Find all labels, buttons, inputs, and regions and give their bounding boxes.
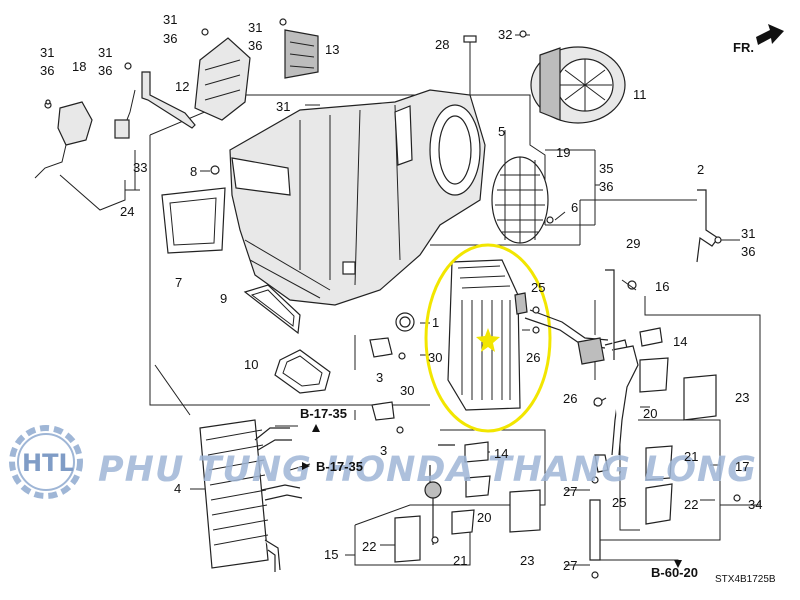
leader-lines <box>59 34 761 566</box>
part-insulators <box>394 357 717 563</box>
ref-arrow-icon <box>312 424 320 432</box>
callout-35: 35 <box>599 161 613 176</box>
callout-2: 2 <box>697 162 704 177</box>
part-module-13 <box>279 18 319 79</box>
callout-14: 14 <box>494 446 508 461</box>
callout-22: 22 <box>684 497 698 512</box>
callout-20: 20 <box>643 406 657 421</box>
ref-arrow-icon <box>302 462 310 470</box>
callout-19: 19 <box>556 145 570 160</box>
callout-18: 18 <box>72 59 86 74</box>
callout-23: 23 <box>520 553 534 568</box>
watermark: HTL PHU TUNG HONDA THANG LONG <box>9 425 757 499</box>
callout-3: 3 <box>376 370 383 385</box>
callout-17: 17 <box>735 459 749 474</box>
callout-14: 14 <box>673 334 687 349</box>
callout-6: 6 <box>571 200 578 215</box>
ref-b-60-20: B-60-20 <box>651 565 698 580</box>
callout-33: 33 <box>133 160 147 175</box>
front-direction-indicator: FR. <box>733 24 784 55</box>
callout-30: 30 <box>400 383 414 398</box>
callout-26: 26 <box>563 391 577 406</box>
callout-36: 36 <box>248 38 262 53</box>
part-clips <box>369 327 663 463</box>
callout-29: 29 <box>626 236 640 251</box>
callout-25: 25 <box>531 280 545 295</box>
callout-7: 7 <box>175 275 182 290</box>
part-screws-misc <box>45 99 741 502</box>
callout-4: 4 <box>174 481 181 496</box>
callout-3: 3 <box>380 443 387 458</box>
callout-31: 31 <box>276 99 290 114</box>
callout-31: 31 <box>40 45 54 60</box>
callout-32: 32 <box>498 27 512 42</box>
front-direction-label: FR. <box>733 40 754 55</box>
part-filter-5 <box>491 156 554 244</box>
callout-36: 36 <box>741 244 755 259</box>
callout-21: 21 <box>684 449 698 464</box>
callout-13: 13 <box>325 42 339 57</box>
callout-26: 26 <box>526 350 540 365</box>
callout-31: 31 <box>163 12 177 27</box>
drawing-code: STX4B1725B <box>715 574 776 585</box>
callout-31: 31 <box>741 226 755 241</box>
callout-20: 20 <box>477 510 491 525</box>
callout-8: 8 <box>190 164 197 179</box>
callout-21: 21 <box>453 553 467 568</box>
callout-36: 36 <box>163 31 177 46</box>
callout-27: 27 <box>563 484 577 499</box>
callout-27: 27 <box>563 558 577 573</box>
part-rod-link <box>114 62 196 139</box>
callout-labels: 31 36 18 31 36 31 36 31 36 13 12 31 33 2… <box>40 12 762 573</box>
callout-34: 34 <box>748 497 762 512</box>
callout-5: 5 <box>498 124 505 139</box>
part-bracket-2 <box>696 189 722 263</box>
callout-36: 36 <box>599 179 613 194</box>
part-pipe-16 <box>524 269 639 456</box>
callout-11: 11 <box>633 87 647 102</box>
ref-b-17-35: B-17-35 <box>316 459 363 474</box>
callout-30: 30 <box>428 350 442 365</box>
watermark-text: PHU TUNG HONDA THANG LONG <box>98 450 757 490</box>
callout-12: 12 <box>175 79 189 94</box>
callout-36: 36 <box>40 63 54 78</box>
callout-25: 25 <box>612 495 626 510</box>
callout-23: 23 <box>735 390 749 405</box>
reference-tags: B-17-35 B-17-35 B-60-20 <box>300 406 698 580</box>
watermark-gear-icon <box>9 425 83 499</box>
callout-9: 9 <box>220 291 227 306</box>
callout-10: 10 <box>244 357 258 372</box>
watermark-logo: HTL <box>22 449 74 477</box>
callout-22: 22 <box>362 539 376 554</box>
part-gasket-9 <box>243 284 301 335</box>
part-actuator-left <box>34 101 93 179</box>
callout-1: 1 <box>432 315 439 330</box>
part-heater-core-4 <box>199 419 303 572</box>
ref-b-17-35: B-17-35 <box>300 406 347 421</box>
part-pipes-lower <box>589 454 609 579</box>
star-icon <box>476 328 500 352</box>
part-gasket-7 <box>161 187 226 254</box>
callout-31: 31 <box>248 20 262 35</box>
ref-arrow-icon <box>674 560 682 568</box>
callout-16: 16 <box>655 279 669 294</box>
part-blower-motor-11 <box>519 30 626 124</box>
part-expansion-valve <box>424 444 455 545</box>
part-housing-main <box>210 89 486 332</box>
part-highlight-ring <box>424 243 552 433</box>
callout-24: 24 <box>120 204 134 219</box>
callout-15: 15 <box>324 547 338 562</box>
part-gasket-10 <box>274 349 331 394</box>
callout-36: 36 <box>98 63 112 78</box>
part-actuator-12 <box>194 28 251 121</box>
part-bolt-28 <box>463 35 477 55</box>
callout-31: 31 <box>98 45 112 60</box>
callout-28: 28 <box>435 37 449 52</box>
front-arrow-icon <box>756 24 784 45</box>
